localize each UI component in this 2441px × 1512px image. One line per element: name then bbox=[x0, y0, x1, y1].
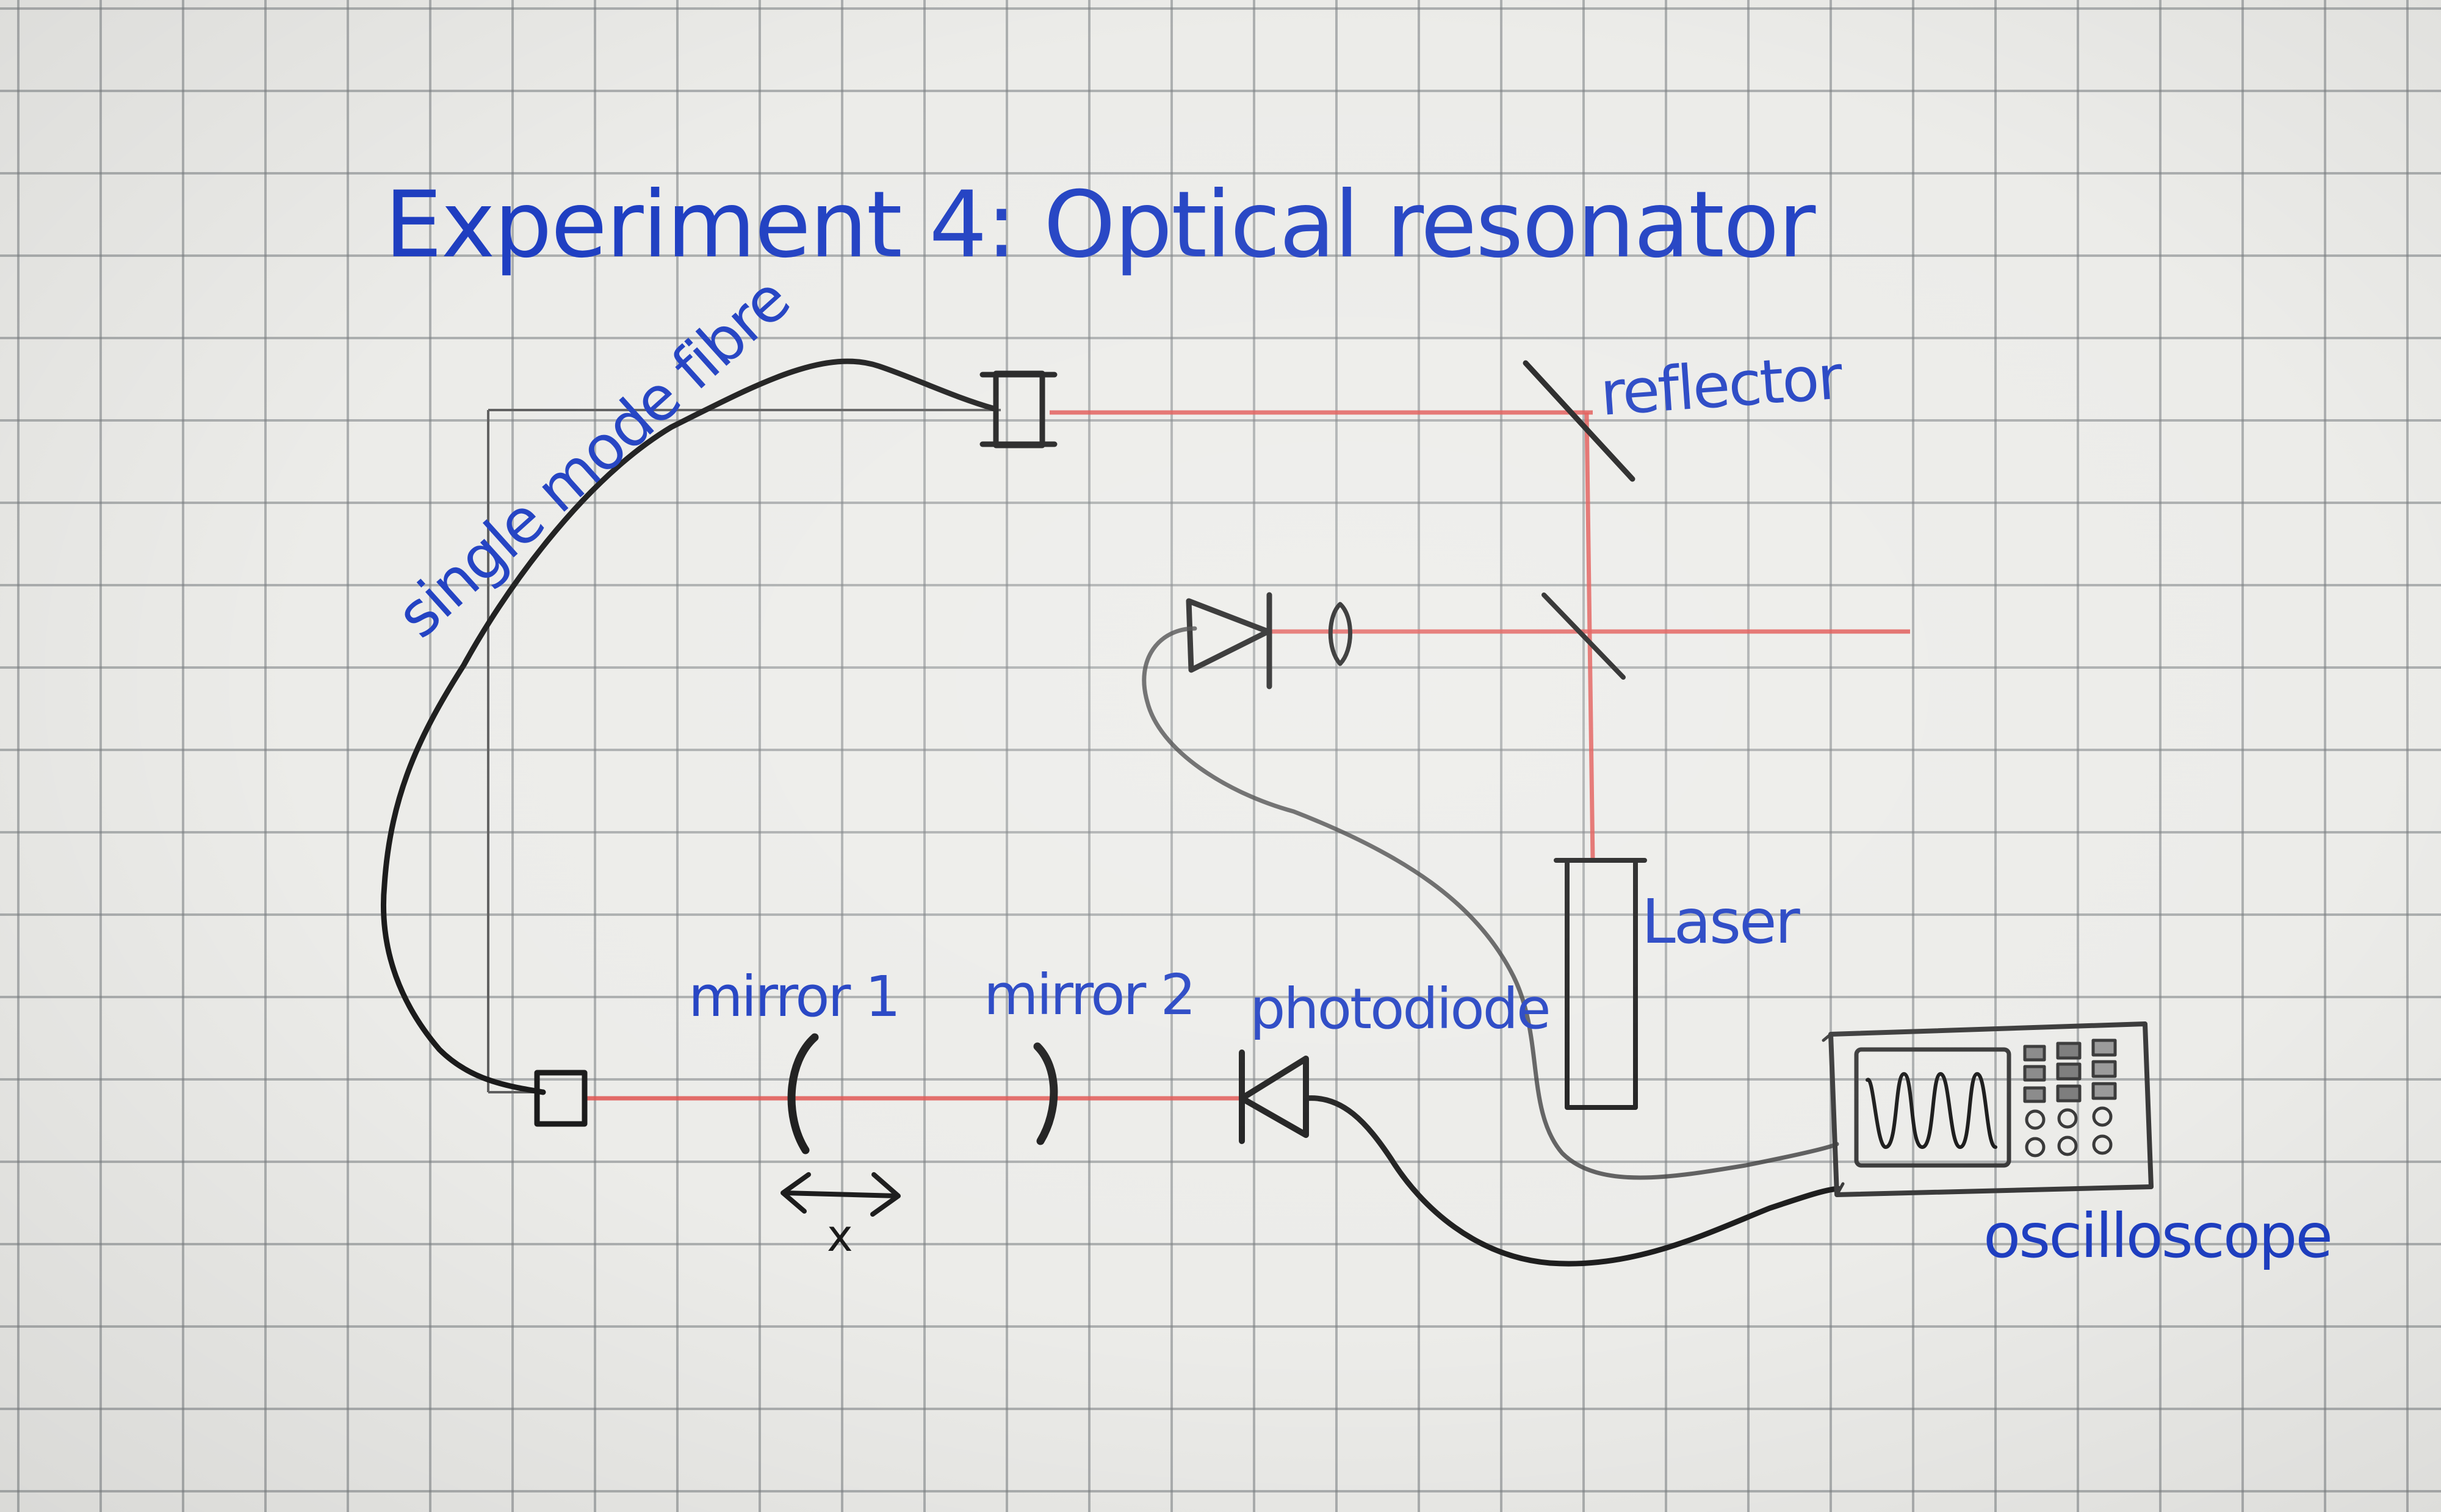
reference-photodiode bbox=[1186, 592, 1272, 689]
reflector-mirror bbox=[1523, 360, 1635, 482]
mirror-2-label: mirror 2 bbox=[984, 962, 1194, 1028]
displacement-arrow bbox=[781, 1172, 901, 1217]
signal-photodiode bbox=[1239, 1049, 1309, 1144]
fibre-coupler-bottom bbox=[534, 1070, 588, 1127]
oscilloscope-label: oscilloscope bbox=[1983, 1200, 2331, 1272]
beam-vertical bbox=[1584, 412, 1595, 861]
reference-photodiode-cable bbox=[1142, 626, 1839, 1180]
laser-label: Laser bbox=[1642, 886, 1801, 957]
photodiode-label: photodiode bbox=[1250, 976, 1549, 1042]
signal-photodiode-cable bbox=[1303, 1095, 1841, 1267]
lens bbox=[1328, 602, 1352, 666]
diagram-title: Experiment 4: Optical resonator bbox=[384, 172, 1816, 278]
fibre-label: single mode fibre bbox=[383, 264, 802, 652]
oscilloscope-controls bbox=[2023, 1039, 2117, 1157]
laser-beam-paths bbox=[583, 410, 1910, 1101]
displacement-label: x bbox=[827, 1210, 853, 1261]
fibre-coupler-top bbox=[979, 370, 1058, 448]
laser-body bbox=[1554, 858, 1647, 1110]
reflector-label: reflector bbox=[1598, 341, 1846, 430]
beam-splitter bbox=[1541, 592, 1626, 680]
mirror-2 bbox=[1033, 1042, 1058, 1145]
single-mode-fibre-cable bbox=[380, 358, 998, 1095]
oscilloscope-device bbox=[1822, 1021, 2154, 1197]
mirror-1 bbox=[787, 1033, 819, 1154]
mirror-1-label: mirror 1 bbox=[688, 964, 899, 1029]
